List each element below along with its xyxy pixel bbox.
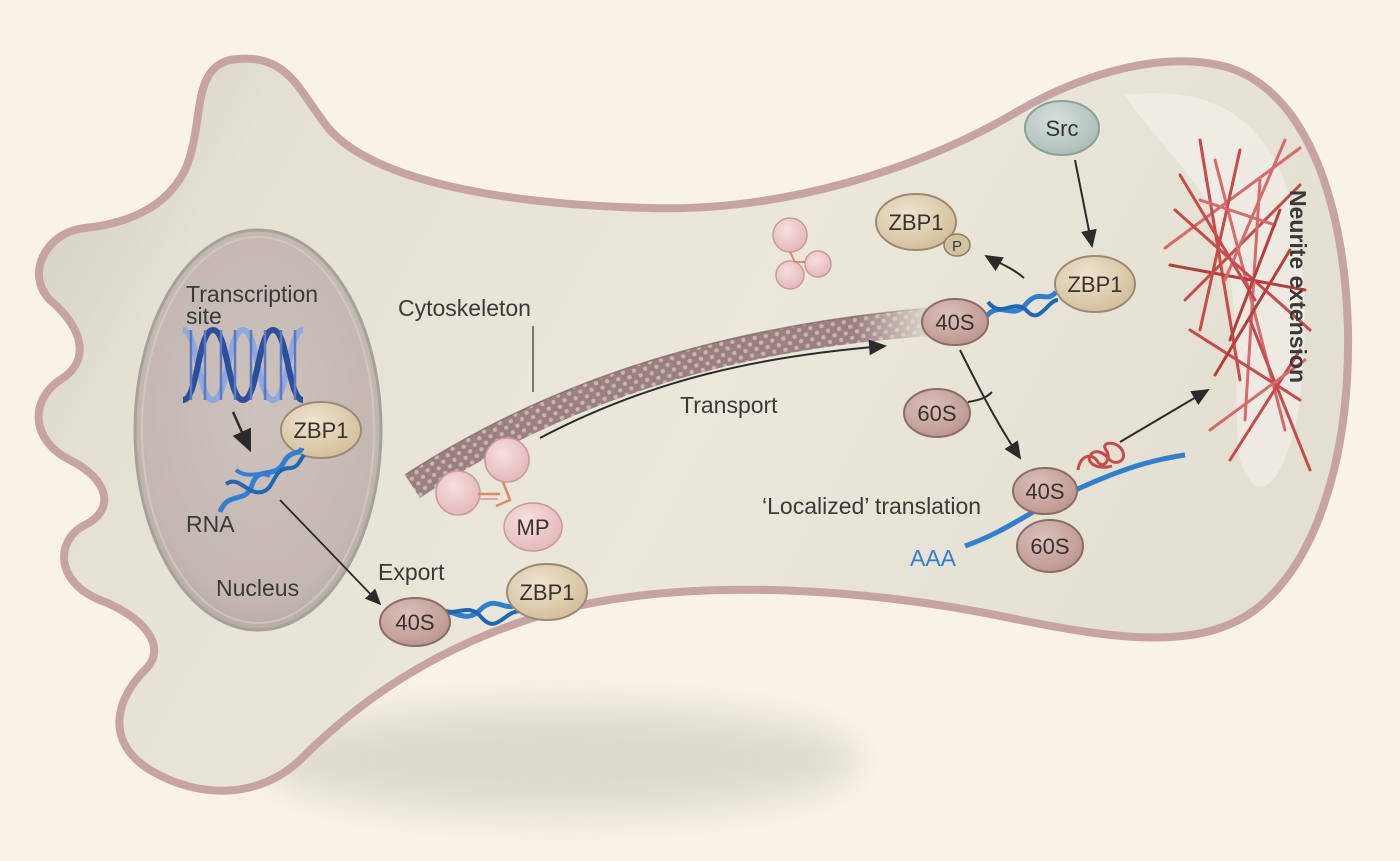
zbp1-export	[506, 563, 588, 621]
rna-label: RNA	[186, 511, 235, 537]
localized-translation-label: ‘Localized’ translation	[762, 493, 981, 519]
zbp1-growth-cone-label: ZBP1	[1067, 272, 1122, 297]
zbp1-phosphorylated-label: ZBP1	[888, 210, 943, 235]
src-arrow	[1074, 159, 1097, 248]
transport-arrow	[539, 339, 887, 439]
cytoskeleton-filament	[405, 308, 932, 498]
neurite-arrow	[1119, 388, 1210, 443]
rna-helix-growth-cone	[983, 290, 1059, 320]
nucleus	[133, 228, 383, 632]
transport-label: Transport	[680, 392, 778, 418]
ribosome-40s-translating	[1012, 467, 1078, 515]
neurite-extension-label: Neurite extension	[1285, 190, 1311, 383]
ribosome-40s-growth-cone-label: 40S	[935, 310, 974, 335]
src-kinase-label: Src	[1046, 116, 1079, 141]
poly-a-tail-label: AAA	[910, 545, 957, 571]
assembly-arrow	[959, 349, 1022, 460]
assembly-join	[967, 391, 993, 403]
nucleus-label: Nucleus	[216, 575, 299, 601]
export-arrow	[279, 499, 382, 606]
zbp1-nuclear	[280, 401, 362, 459]
actin-network	[1163, 138, 1312, 472]
phosphate-group	[943, 233, 971, 257]
transcription-site-label-line1: Transcription	[186, 281, 318, 307]
export-label: Export	[378, 559, 445, 585]
ribosome-40s-growth-cone	[921, 298, 989, 346]
zbp1-nuclear-label: ZBP1	[293, 418, 348, 443]
ribosome-40s-export	[379, 597, 451, 647]
nascent-peptide	[1076, 441, 1125, 471]
transcription-site-label-line2: site	[186, 303, 222, 329]
nucleus-inner-ring	[141, 236, 375, 624]
free-motor-complex	[772, 217, 832, 290]
cytoskeleton-label: Cytoskeleton	[398, 295, 531, 321]
ribosome-60s-free-label: 60S	[917, 401, 956, 426]
src-kinase	[1024, 100, 1100, 156]
transcription-arrow	[231, 411, 252, 453]
zbp1-phosphorylated	[875, 193, 957, 251]
ribosome-40s-translating-label: 40S	[1025, 479, 1064, 504]
phospho-release-arrow	[984, 254, 1025, 279]
ribosome-40s-export-label: 40S	[395, 610, 434, 635]
motor-protein	[503, 502, 563, 552]
rna-helix-nuclear	[217, 446, 306, 514]
zbp1-export-label: ZBP1	[519, 580, 574, 605]
cytoskeleton-edge	[404, 307, 931, 476]
cell-shadow	[260, 705, 860, 815]
ribosome-60s-free	[903, 388, 971, 438]
zbp1-growth-cone	[1054, 255, 1136, 313]
ribosome-60s-translating	[1016, 519, 1084, 573]
motor-protein-complex	[435, 437, 530, 516]
motor-protein-label: MP	[517, 515, 550, 540]
dna-helix-icon	[181, 326, 305, 404]
ribosome-60s-translating-label: 60S	[1030, 534, 1069, 559]
mrna-strand	[964, 452, 1186, 549]
phosphate-label: P	[952, 238, 962, 255]
